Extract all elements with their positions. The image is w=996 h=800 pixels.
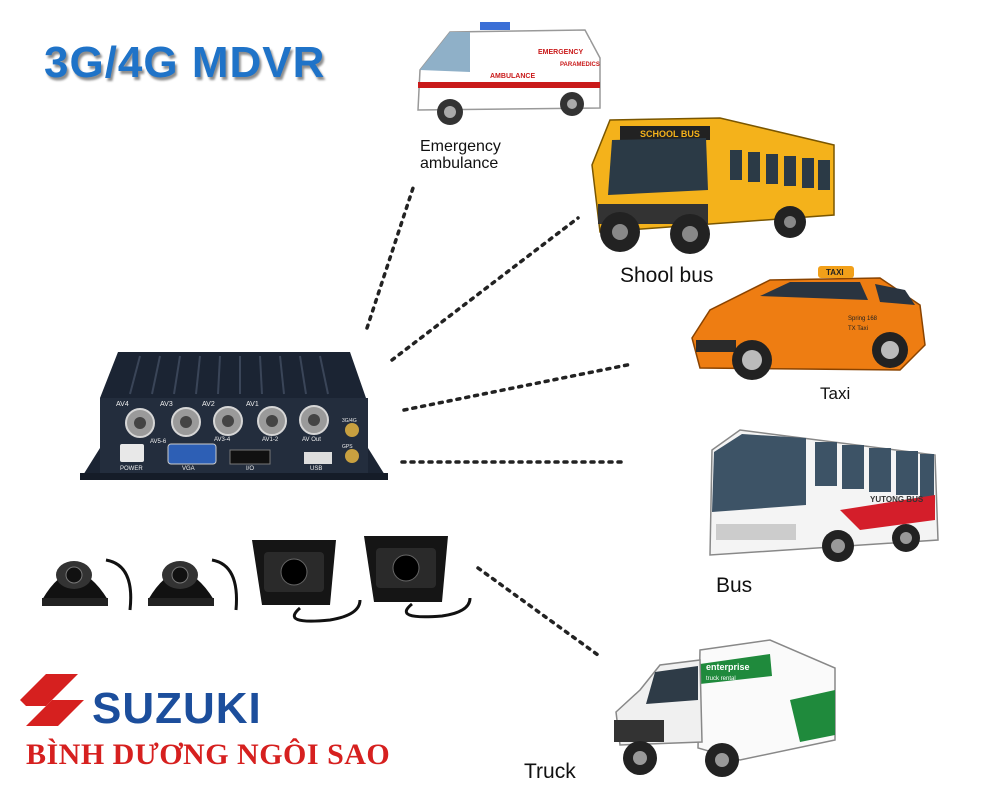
connector-ambulance bbox=[365, 186, 415, 330]
port-sublabel-av1-2: AV1-2 bbox=[262, 437, 279, 443]
side-label-gps: GPS bbox=[342, 444, 353, 450]
ambulance-illustration: EMERGENCY PARAMEDICS AMBULANCE bbox=[417, 22, 601, 125]
school-bus-sign: SCHOOL BUS bbox=[640, 129, 700, 139]
port-label-av3: AV3 bbox=[160, 401, 173, 408]
box-camera-1-icon bbox=[252, 540, 362, 623]
bottom-label-usb: USB bbox=[310, 466, 323, 472]
taxi-door-text: Spring 168 bbox=[848, 316, 878, 322]
page-title: 3G/4G MDVR bbox=[44, 38, 326, 87]
ambulance-decal-ambulance: AMBULANCE bbox=[490, 73, 535, 80]
taxi-roof-sign: TAXI bbox=[826, 268, 844, 277]
truck-sub-text: truck rental bbox=[706, 676, 736, 682]
port-label-av4: AV4 bbox=[116, 401, 129, 408]
label-school-bus: Shool bus bbox=[620, 264, 714, 287]
port-label-av1: AV1 bbox=[246, 401, 259, 408]
port-sublabel-av-out: AV Out bbox=[302, 437, 321, 443]
camera-group bbox=[42, 536, 472, 623]
suzuki-logo-icon bbox=[20, 674, 84, 726]
label-ambulance-line1: Emergency bbox=[420, 138, 501, 155]
brand-name: SUZUKI bbox=[92, 684, 262, 733]
label-ambulance-line2: ambulance bbox=[420, 155, 499, 172]
box-camera-2-icon bbox=[364, 536, 472, 619]
bottom-label-vga: VGA bbox=[182, 466, 195, 472]
side-label-3g4g: 3G/4G bbox=[342, 418, 357, 424]
dome-camera-2-icon bbox=[148, 558, 238, 611]
label-taxi: Taxi bbox=[820, 384, 851, 403]
ambulance-decal-emergency: EMERGENCY bbox=[538, 49, 583, 56]
ambulance-decal-paramedics: PARAMEDICS bbox=[560, 62, 600, 68]
truck-brand-text: enterprise bbox=[706, 662, 750, 672]
connector-taxi bbox=[402, 362, 634, 412]
connector-truck bbox=[476, 566, 600, 657]
label-ambulance: Emergency ambulance bbox=[420, 138, 501, 172]
dome-camera-1-icon bbox=[42, 558, 133, 611]
port-sublabel-av3-4: AV3-4 bbox=[214, 437, 231, 443]
truck-illustration: enterprise truck rental bbox=[614, 639, 836, 777]
bottom-label-io: I/O bbox=[246, 466, 255, 472]
port-sublabel-av5-6: AV5-6 bbox=[150, 439, 167, 445]
connector-school-bus bbox=[390, 216, 580, 362]
brand-tagline: BÌNH DƯƠNG NGÔI SAO bbox=[26, 738, 391, 771]
label-bus: Bus bbox=[716, 574, 753, 597]
mdvr-device bbox=[80, 352, 388, 480]
bottom-label-power: POWER bbox=[120, 466, 143, 472]
bus-illustration: YUTONG BUS bbox=[709, 429, 939, 562]
port-label-av2: AV2 bbox=[202, 401, 215, 408]
taxi-door-text-2: TX Taxi bbox=[848, 326, 868, 332]
school-bus-illustration: SCHOOL BUS bbox=[591, 117, 835, 254]
taxi-illustration: TAXI Spring 168 TX Taxi bbox=[691, 266, 926, 380]
label-truck: Truck bbox=[524, 760, 576, 783]
bus-side-text: YUTONG BUS bbox=[870, 495, 924, 504]
